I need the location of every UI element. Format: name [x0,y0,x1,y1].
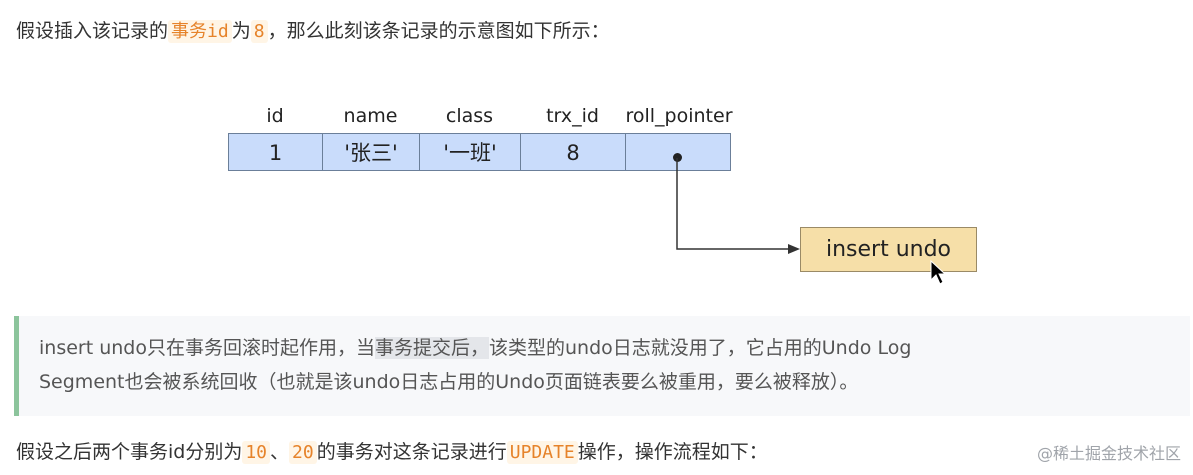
outro-text-middle: 的事务对这条记录进行 [316,441,507,463]
header-trx-id: trx_id [546,105,599,127]
outro-text-after: 操作，操作流程如下： [577,441,768,463]
insert-undo-box: insert undo [800,227,977,272]
intro-text-middle: 为 [231,20,251,42]
inline-code-update: UPDATE [506,441,578,464]
intro-text-before: 假设插入该记录的 [16,20,169,42]
quote-line-2: Segment也会被系统回收（也就是该undo日志占用的Undo页面链表要么被重… [39,371,859,393]
blockquote: insert undo只在事务回滚时起作用，当事务提交后，该类型的undo日志就… [14,316,1190,416]
header-class: class [445,105,494,127]
mouse-cursor-icon [930,260,946,285]
outro-text-before: 假设之后两个事务id分别为 [16,441,243,463]
cell-class: '一班' [419,133,521,171]
intro-text-after: ，那么此刻该条记录的示意图如下所示： [267,20,610,42]
watermark: @稀土掘金技术社区 [1036,444,1181,463]
cell-trx-id: 8 [520,133,626,171]
inline-code-trx-id: 事务id [168,20,232,43]
pointer-dot [673,153,682,162]
cell-id: 1 [228,133,323,171]
header-name: name [343,105,398,127]
cell-roll-pointer [625,133,731,171]
quote-line-1-after: 该类型的undo日志就没用了，它占用的Undo Log [489,337,912,359]
quote-line-1: insert undo只在事务回滚时起作用，当事务提交后，该类型的undo日志就… [39,334,911,362]
inline-code-20: 20 [289,441,317,464]
outro-text-sep: 、 [270,441,290,463]
cell-name: '张三' [322,133,420,171]
quote-selection-highlight: 事务提交后， [374,337,489,359]
inline-code-8: 8 [250,20,268,43]
inline-code-10: 10 [242,441,271,464]
header-roll-pointer: roll_pointer [625,105,733,127]
quote-line-1-before: insert undo只在事务回滚时起作用，当 [39,337,375,359]
header-id: id [266,105,284,127]
